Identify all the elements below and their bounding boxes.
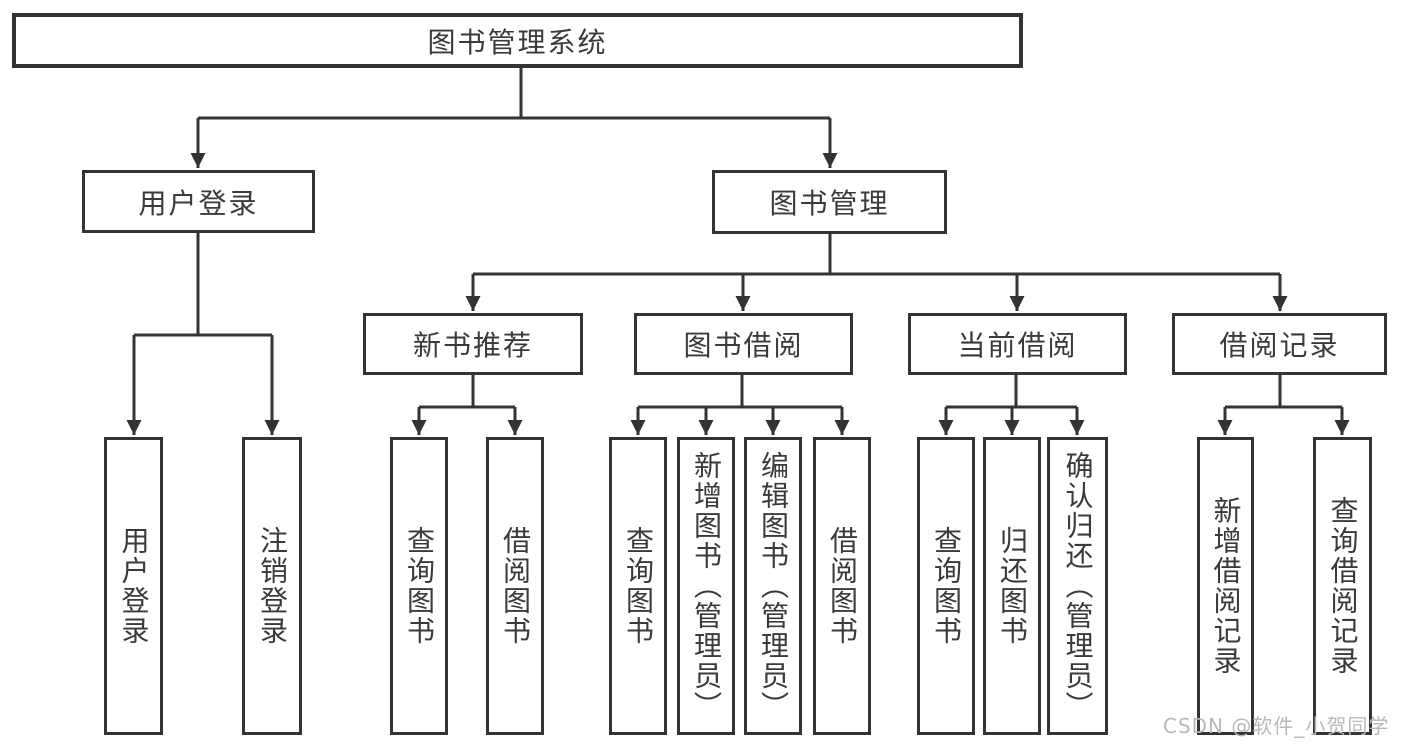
leaf-borrowing-query-books: 查询图书: [609, 437, 667, 735]
node-current-borrowing: 当前借阅: [908, 313, 1127, 375]
node-book-management: 图书管理: [712, 170, 947, 234]
leaf-current-confirm-return-admin: 确认归还（管理员）: [1047, 437, 1108, 735]
leaf-borrowing-borrow-books: 借阅图书: [813, 437, 871, 735]
csdn-watermark: CSDN @软件_小贺同学: [1163, 714, 1390, 738]
leaf-borrowing-add-books-admin: 新增图书（管理员）: [677, 437, 735, 735]
leaf-current-query-books: 查询图书: [917, 437, 975, 735]
leaf-records-query-borrow-record: 查询借阅记录: [1313, 437, 1372, 735]
leaf-borrowing-edit-books-admin: 编辑图书（管理员）: [744, 437, 802, 735]
node-library-management-system: 图书管理系统: [12, 13, 1023, 68]
leaf-logout-login: 注销登录: [242, 437, 302, 735]
leaf-recommend-query-books: 查询图书: [390, 437, 448, 735]
node-new-book-recommend: 新书推荐: [363, 313, 583, 375]
leaf-current-return-books: 归还图书: [983, 437, 1041, 735]
node-book-borrowing: 图书借阅: [634, 313, 853, 375]
leaf-records-add-borrow-record: 新增借阅记录: [1197, 437, 1254, 735]
leaf-user-login: 用户登录: [104, 437, 163, 735]
node-borrow-records: 借阅记录: [1172, 313, 1387, 375]
leaf-recommend-borrow-books: 借阅图书: [486, 437, 544, 735]
node-user-login: 用户登录: [82, 170, 315, 233]
